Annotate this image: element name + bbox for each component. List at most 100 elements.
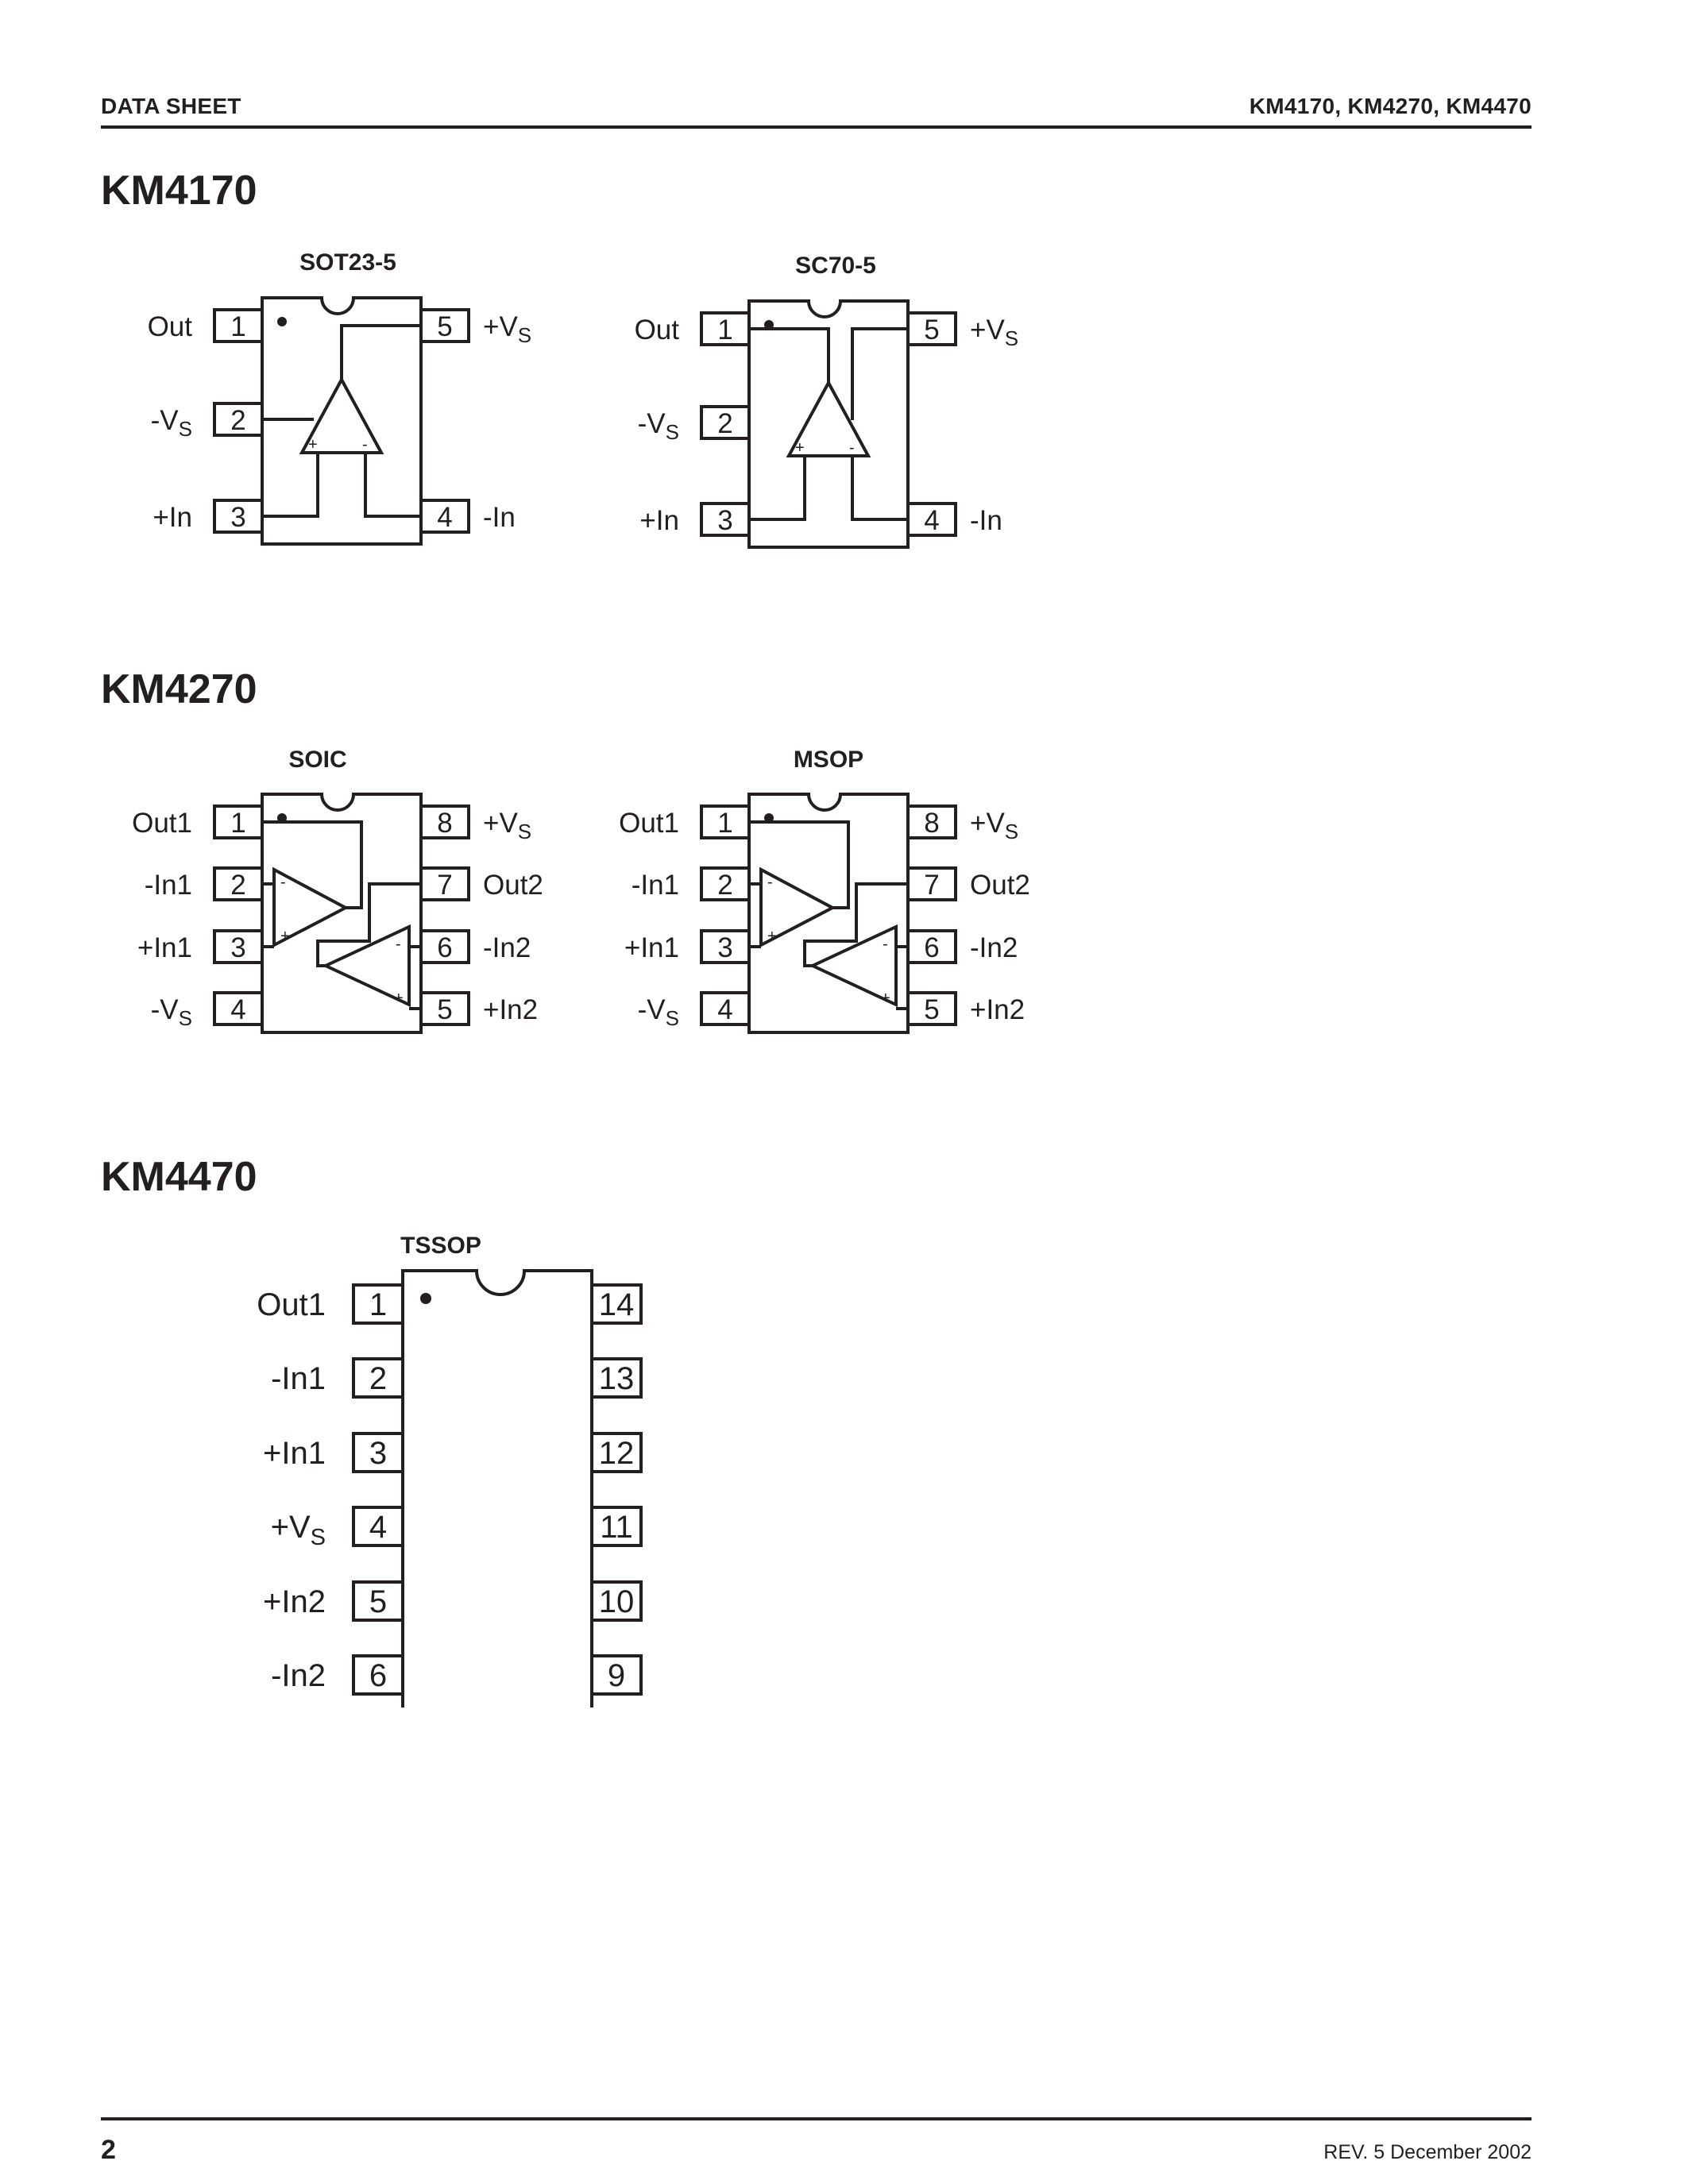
- ic-body: [261, 296, 423, 546]
- pin-label: -In2: [271, 1658, 326, 1693]
- pin-box-2: [352, 1357, 404, 1399]
- pin-number: 4: [717, 994, 732, 1025]
- pin-number: 6: [924, 932, 939, 963]
- pin-label: -In1: [271, 1361, 326, 1396]
- section-title-km4470: KM4470: [101, 1154, 257, 1200]
- pin-number: 4: [369, 1510, 387, 1545]
- pin-number: 3: [717, 505, 732, 536]
- pin-number: 2: [230, 405, 245, 436]
- pin-box-4: [700, 991, 751, 1026]
- opamp-sign-minus: -: [767, 874, 773, 891]
- pin-number: 1: [369, 1287, 387, 1322]
- pin-number: 7: [924, 870, 939, 901]
- pin-box-8: [906, 805, 957, 839]
- package-title-soic: SOIC: [288, 747, 347, 773]
- pinout-tssop: 1 2 3 4 5 6 14 13 12 11 10 9 Out1 -In1 +…: [257, 1269, 643, 1707]
- wire-out: [340, 324, 421, 380]
- package-title-msop: MSOP: [793, 747, 864, 773]
- package-title-sot23-5: SOT23-5: [299, 249, 396, 276]
- pin-label: +In1: [137, 932, 192, 963]
- pin-number: 13: [599, 1361, 635, 1396]
- pin-number: 3: [230, 932, 245, 963]
- pinout-soic: - + - + 1 2 3 4 8 7 6 5 Out1 -In1 +In1 -…: [132, 793, 543, 1034]
- pin-number: 2: [717, 870, 732, 901]
- pin-number: 2: [717, 408, 732, 439]
- pin-label: +VS: [970, 314, 1018, 350]
- header-part-numbers: KM4170, KM4270, KM4470: [1249, 94, 1532, 118]
- wire-out2: [803, 882, 908, 967]
- pinout-sc70-5: + - 1 2 3 5 4 Out -VS +In +VS -In: [635, 299, 1018, 549]
- pin-box-5: [352, 1580, 404, 1622]
- pin-number: 8: [437, 808, 452, 839]
- pin-number: 6: [437, 932, 452, 963]
- pin-box-4: [352, 1506, 404, 1547]
- page-number: 2: [101, 2135, 116, 2165]
- pin1-dot: [277, 317, 287, 326]
- pin-number: 12: [599, 1436, 635, 1471]
- pin-number: 5: [924, 314, 939, 345]
- pin-label: Out2: [483, 870, 543, 901]
- pin-label: +In2: [970, 994, 1025, 1025]
- pin-label: -In: [970, 505, 1002, 536]
- pin-number: 5: [924, 994, 939, 1025]
- opamp-sign-minus: -: [396, 936, 401, 953]
- ic-body: [261, 793, 423, 1034]
- opamp-sign-minus: -: [280, 874, 286, 891]
- pinout-msop: - + - + 1 2 3 4 8 7 6 5 Out1 -In1 +In1 -…: [619, 793, 1030, 1034]
- pin-box-6: [352, 1654, 404, 1696]
- pin-box-14: [590, 1283, 643, 1325]
- wire-in-neg: [851, 456, 908, 521]
- pin-box-8: [419, 805, 470, 839]
- pin-label: +In1: [263, 1436, 326, 1471]
- opamp-sign-minus: -: [849, 439, 855, 457]
- opamp-triangle: [299, 376, 384, 454]
- pin-label: -In1: [145, 870, 192, 901]
- pin-number: 4: [924, 505, 939, 536]
- pin-label: Out1: [619, 808, 679, 839]
- wire-vs-pos: [851, 327, 908, 420]
- pin-box-10: [590, 1580, 643, 1622]
- wire-in-neg: [364, 453, 421, 518]
- pin-label: Out: [148, 311, 193, 342]
- pin-label: +In: [153, 502, 192, 533]
- package-title-tssop: TSSOP: [400, 1233, 481, 1259]
- pin-label: +VS: [483, 311, 531, 347]
- pin-box-3: [352, 1432, 404, 1473]
- opamp-1: [272, 866, 350, 948]
- pin-label: Out1: [132, 808, 192, 839]
- pin-label: -VS: [638, 994, 679, 1030]
- pin-number: 2: [369, 1361, 387, 1396]
- pin-number: 1: [230, 311, 245, 342]
- pin-number: 2: [230, 870, 245, 901]
- section-title-km4170: KM4170: [101, 168, 257, 214]
- opamp-triangle: [786, 379, 871, 457]
- pin-number: 1: [717, 808, 732, 839]
- ic-body: [401, 1269, 593, 1707]
- header-doc-type: DATA SHEET: [101, 94, 241, 118]
- pin-number: 5: [437, 994, 452, 1025]
- pin-box-13: [590, 1357, 643, 1399]
- pin-label: -In2: [483, 932, 531, 963]
- opamp-sign-plus: +: [767, 928, 777, 945]
- section-title-km4270: KM4270: [101, 666, 257, 712]
- pin1-dot: [764, 320, 774, 330]
- pin-number: 3: [230, 502, 245, 533]
- wire-out1: [262, 820, 363, 909]
- pin-box-2: [700, 405, 751, 440]
- pin-label: Out: [635, 314, 680, 345]
- pin-number: 14: [599, 1287, 635, 1322]
- opamp-sign-plus: +: [795, 439, 805, 457]
- opamp-2: [809, 924, 898, 1008]
- wire-in-pos: [262, 453, 319, 518]
- footer-rule: [101, 2117, 1532, 2120]
- pin-number: 9: [608, 1658, 625, 1693]
- pin-label: +In2: [483, 994, 538, 1025]
- pin-box-9: [590, 1654, 643, 1696]
- pin-box-11: [590, 1506, 643, 1547]
- pin-number: 4: [437, 502, 452, 533]
- pin1-dot: [277, 813, 287, 823]
- pinout-sot23-5: + - 1 2 3 5 4 Out -VS +In +VS -In: [148, 296, 531, 546]
- pin-number: 5: [437, 311, 452, 342]
- ic-body: [747, 793, 910, 1034]
- pin-label: -VS: [151, 405, 192, 441]
